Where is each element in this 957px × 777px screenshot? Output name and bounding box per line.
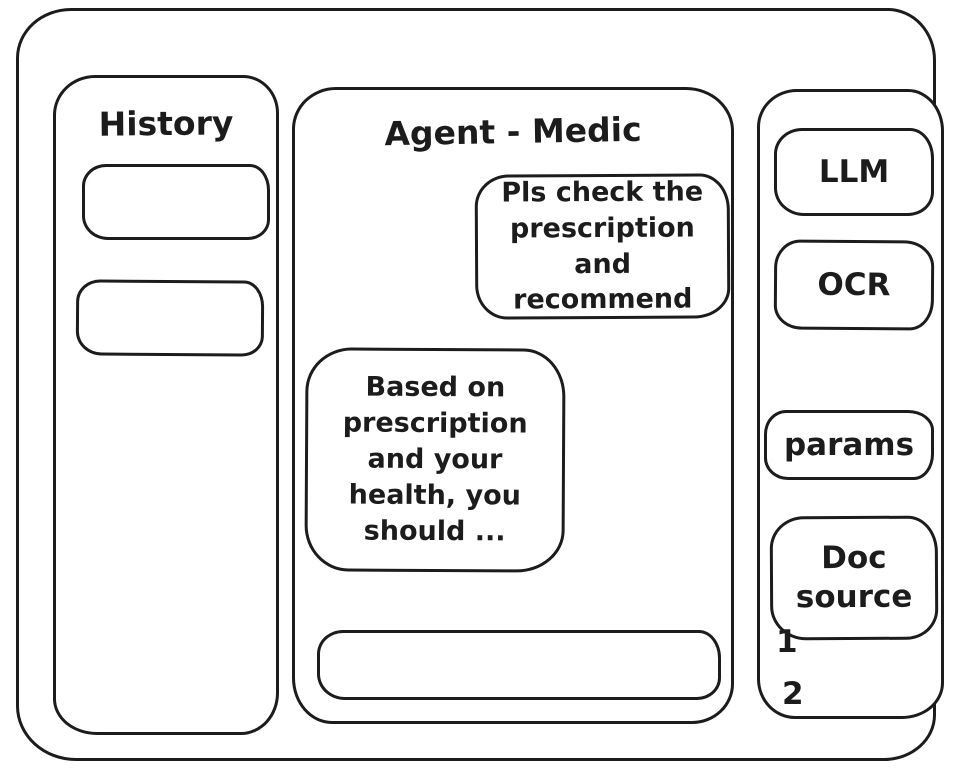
doc-source-item-2: 2	[782, 676, 804, 712]
user-message-text: Pls check the prescription and recommend	[501, 176, 704, 316]
doc-source-button-label: Doc source	[795, 540, 913, 616]
history-item-2[interactable]	[75, 279, 265, 357]
ocr-button[interactable]: OCR	[773, 239, 935, 331]
tools-sidebar: LLM OCR params Doc source 1 2	[757, 89, 944, 719]
message-input[interactable]	[317, 630, 721, 700]
user-message-bubble: Pls check the prescription and recommend	[474, 173, 731, 320]
history-sidebar: History	[53, 75, 279, 735]
params-button-label: params	[783, 426, 915, 463]
agent-message-bubble: Based on prescription and your health, y…	[304, 347, 566, 573]
ocr-button-label: OCR	[817, 266, 891, 303]
doc-source-item-1: 1	[776, 624, 798, 660]
llm-button-label: LLM	[818, 153, 890, 190]
chat-panel: Agent - Medic Pls check the prescription…	[292, 87, 734, 724]
llm-button[interactable]: LLM	[774, 128, 934, 216]
history-item-1[interactable]	[82, 164, 270, 240]
doc-source-button[interactable]: Doc source	[769, 515, 939, 641]
history-title: History	[98, 103, 234, 144]
params-button[interactable]: params	[764, 410, 934, 480]
chat-title: Agent - Medic	[384, 109, 642, 154]
app-frame: History Agent - Medic Pls check the pres…	[16, 8, 944, 761]
agent-message-text: Based on prescription and your health, y…	[342, 371, 528, 548]
